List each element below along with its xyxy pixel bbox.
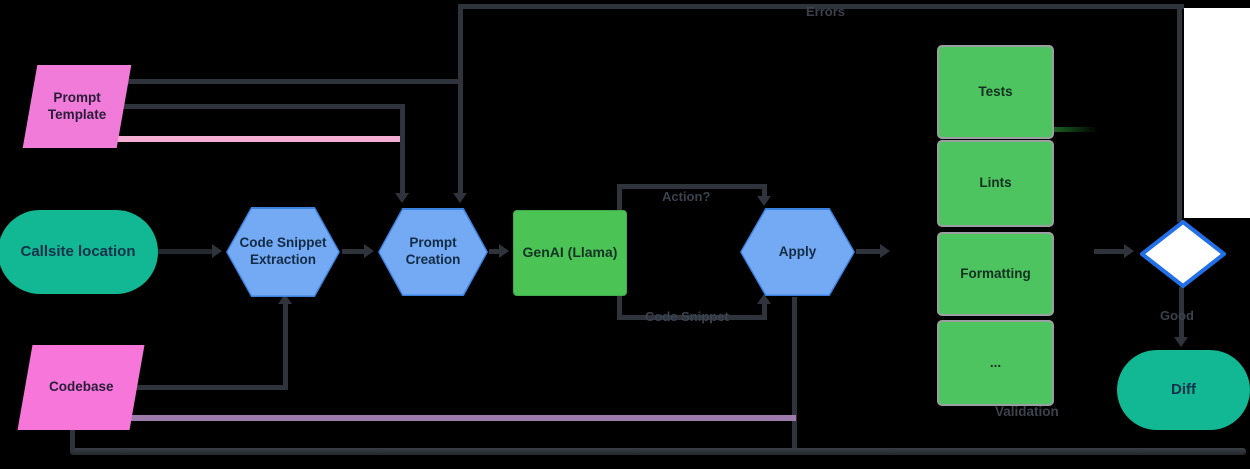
- edge-into-prompt-creation-left-vertical: [400, 104, 405, 194]
- edge-pink-prompt-template: [102, 136, 400, 142]
- edge-errors-right-vertical: [1177, 4, 1182, 222]
- arrowhead-action-into-apply: [757, 196, 771, 206]
- arrowhead-into-validation: [880, 244, 890, 258]
- node-code-snippet-extraction: Code Snippet Extraction: [226, 207, 340, 297]
- edge-validation-to-decision: [1094, 249, 1128, 254]
- edge-prompt-template-lower: [112, 104, 405, 109]
- node-genai-llama: GenAI (Llama): [513, 210, 627, 296]
- node-prompt-template: Prompt Template: [22, 65, 132, 148]
- edge-tests-green-dash: [1050, 127, 1098, 132]
- arrowhead-into-diff: [1174, 337, 1188, 347]
- validation-more-label: ...: [989, 354, 1002, 370]
- arrowhead-into-prompt-creation-right: [453, 193, 467, 203]
- arrowhead-into-decision: [1124, 244, 1134, 258]
- apply-label: Apply: [741, 209, 854, 295]
- arrowhead-into-extraction-bottom: [278, 294, 292, 304]
- edge-code-snippet-right-vertical: [762, 304, 767, 318]
- node-validation-formatting: Formatting: [937, 232, 1054, 316]
- edge-decision-to-diff: [1179, 287, 1184, 339]
- node-apply: Apply: [740, 208, 855, 296]
- arrowhead-into-prompt-creation-left: [395, 193, 409, 203]
- edge-action-horizontal: [617, 184, 767, 189]
- node-validation-lints: Lints: [937, 140, 1054, 227]
- edge-apply-down-vertical: [792, 297, 797, 453]
- edge-label-code-snippet: Code Snippet: [645, 309, 729, 324]
- edge-prompt-template-upper: [122, 79, 462, 84]
- code-snippet-extraction-label: Code Snippet Extraction: [227, 208, 339, 296]
- edge-codebase-to-extraction: [120, 385, 288, 390]
- edge-purple-codebase-to-apply: [110, 415, 796, 421]
- node-callsite-location: Callsite location: [0, 210, 158, 294]
- node-validation-more: ...: [937, 320, 1054, 406]
- prompt-template-label: Prompt Template: [47, 89, 107, 122]
- node-prompt-creation: Prompt Creation: [378, 208, 488, 296]
- edge-action-left-vertical: [617, 184, 622, 212]
- lints-label: Lints: [979, 175, 1012, 191]
- arrowhead-code-snippet-into-apply: [757, 294, 771, 304]
- arrowhead-into-prompt-creation: [364, 244, 374, 258]
- node-codebase: Codebase: [17, 345, 145, 430]
- arrowhead-into-genai: [499, 244, 509, 258]
- validation-group-label: Validation: [995, 404, 1059, 419]
- edge-bottom-horizontal: [70, 448, 1246, 455]
- edge-codebase-down-vertical: [70, 428, 75, 452]
- genai-llama-label: GenAI (Llama): [522, 244, 618, 261]
- codebase-label: Codebase: [48, 379, 114, 395]
- edge-label-good: Good: [1160, 308, 1194, 323]
- edge-prompt-creation-to-genai: [489, 249, 501, 254]
- node-validation-tests: Tests: [937, 45, 1054, 139]
- arrowhead-into-extraction: [212, 244, 222, 258]
- edge-code-snippet-left-vertical: [617, 292, 622, 320]
- edge-action-right-vertical: [762, 184, 767, 198]
- edge-callsite-to-extraction: [158, 249, 218, 254]
- edge-label-errors: Errors: [806, 4, 846, 19]
- node-decision-diamond: [1140, 220, 1226, 288]
- edge-label-action: Action?: [662, 189, 711, 204]
- edge-errors-into-prompt-creation: [458, 8, 463, 198]
- diff-label: Diff: [1171, 380, 1196, 398]
- formatting-label: Formatting: [960, 265, 1031, 281]
- prompt-creation-label: Prompt Creation: [379, 209, 487, 295]
- edge-apply-to-validation: [856, 249, 884, 254]
- tests-label: Tests: [978, 83, 1013, 99]
- edge-errors-top: [458, 4, 1184, 9]
- edge-code-snippet-horizontal: [617, 315, 767, 320]
- edge-extraction-to-prompt-creation: [342, 249, 366, 254]
- white-background-panel: [1184, 8, 1250, 218]
- edge-codebase-up-into-extraction: [283, 300, 288, 390]
- node-diff: Diff: [1117, 350, 1250, 430]
- callsite-location-label: Callsite location: [20, 242, 136, 260]
